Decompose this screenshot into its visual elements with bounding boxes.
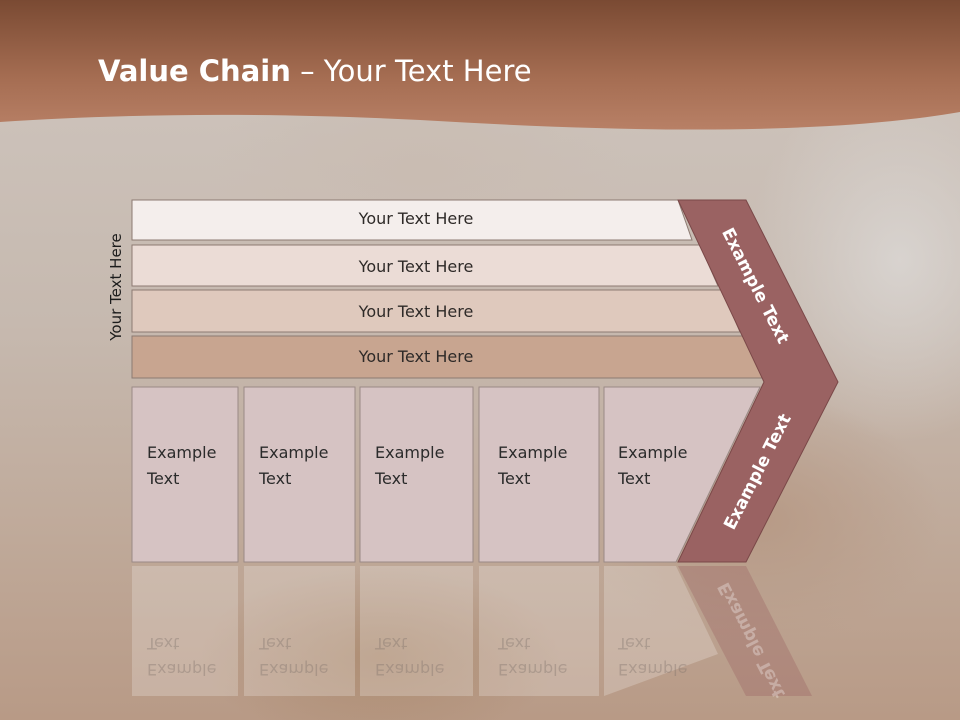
chevron-reflection xyxy=(678,566,812,696)
row-2-label: Your Text Here xyxy=(358,257,474,276)
cell-3 xyxy=(359,386,474,563)
chevron-arrow xyxy=(677,199,839,563)
background-glass xyxy=(170,560,590,720)
page-title: Value Chain – Your Text Here xyxy=(98,54,532,88)
cell-1-line2: Text xyxy=(147,469,180,488)
row-3-label: Your Text Here xyxy=(358,302,474,321)
row-1-label: Your Text Here xyxy=(358,209,474,228)
cell-3-line1: Example xyxy=(375,443,445,462)
title-rest: – Your Text Here xyxy=(290,54,532,88)
cell-5-line2: Text xyxy=(618,469,651,488)
title-bold: Value Chain xyxy=(98,54,291,88)
cell-1 xyxy=(131,386,239,563)
row-4-label: Your Text Here xyxy=(358,347,474,366)
cell-2 xyxy=(243,386,356,563)
header-band xyxy=(0,0,960,130)
cell-4-line1: Example xyxy=(498,443,568,462)
cell-1-line1: Example xyxy=(147,443,217,462)
cell-5 xyxy=(603,386,761,563)
cell-4-line2: Text xyxy=(498,469,531,488)
cell-3-line2: Text xyxy=(375,469,408,488)
cell-2-line2: Text xyxy=(259,469,292,488)
row-1 xyxy=(131,199,693,241)
cell-5-line1: Example xyxy=(618,443,688,462)
cell-4 xyxy=(478,386,600,563)
reflection-group xyxy=(132,566,718,696)
cell-2-line1: Example xyxy=(259,443,329,462)
row-2 xyxy=(131,244,719,287)
